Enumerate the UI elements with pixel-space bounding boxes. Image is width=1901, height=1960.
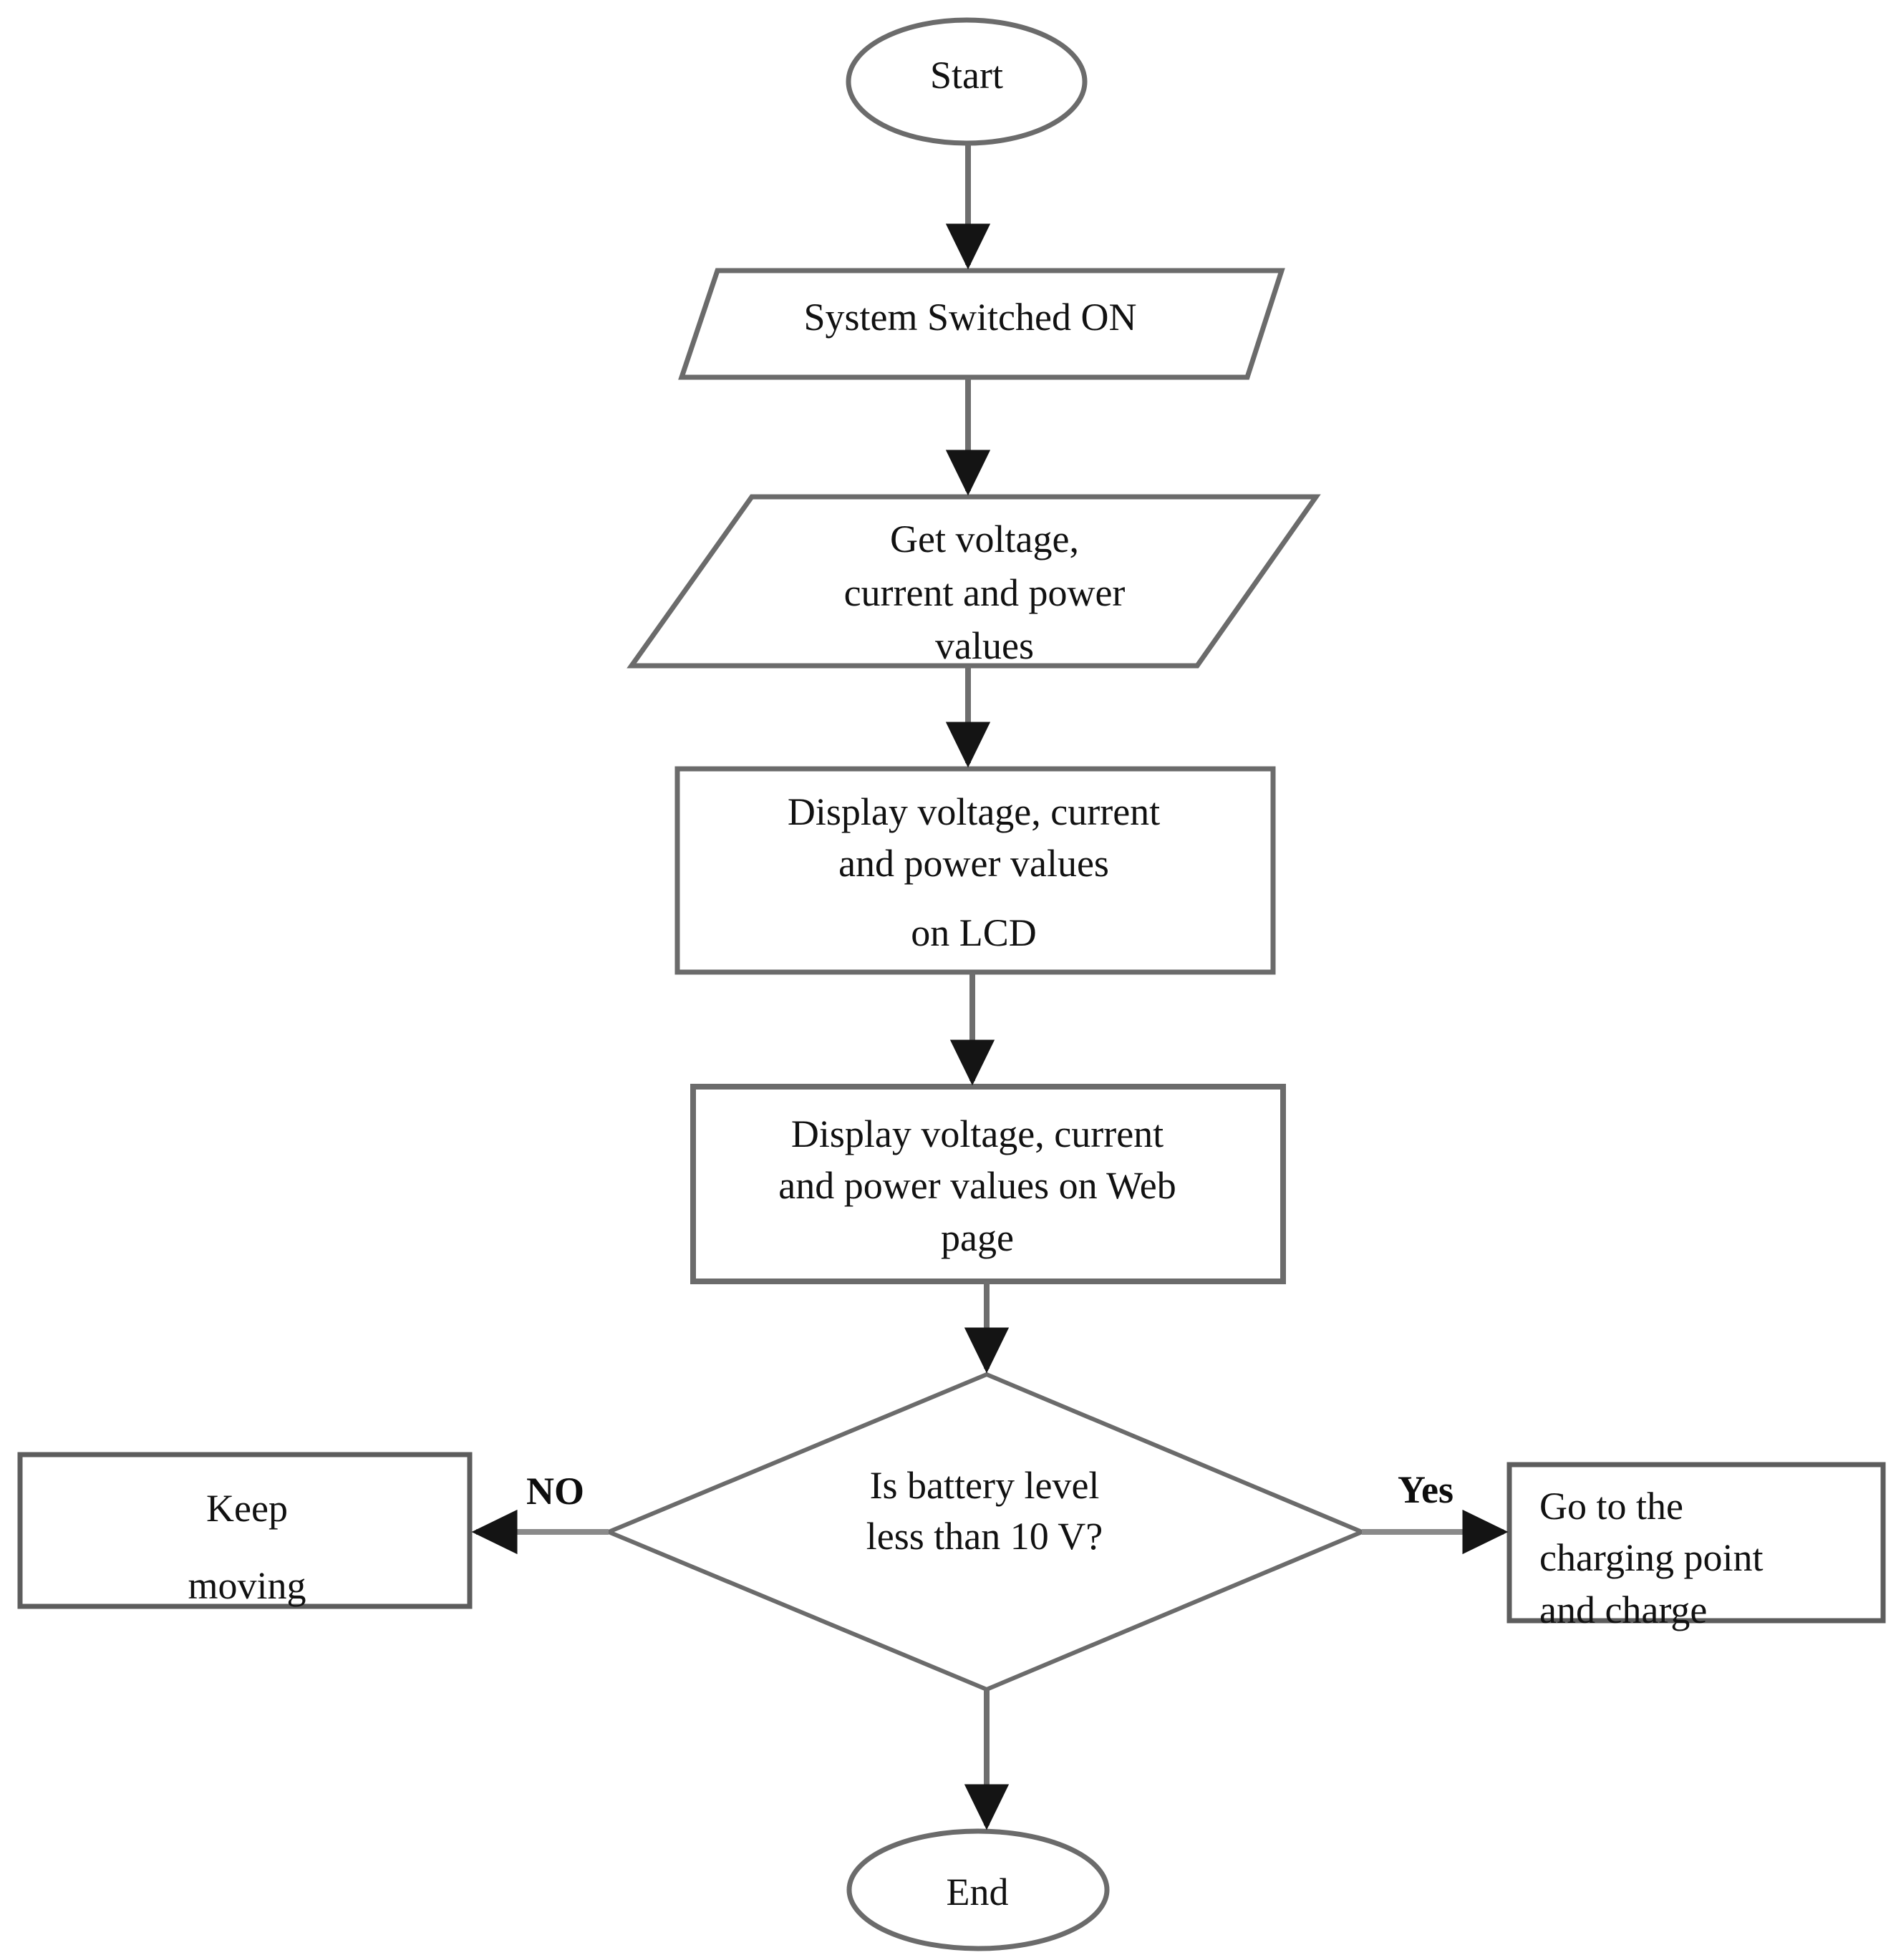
display-web-rectangle xyxy=(690,1084,1286,1284)
go-charge-rectangle xyxy=(1506,1462,1886,1624)
edge-label-yes: Yes xyxy=(1398,1468,1453,1511)
get-values-parallelogram xyxy=(627,494,1321,669)
go-charge-label: Go to the charging point and charge xyxy=(1539,1485,1764,1631)
system-on-parallelogram xyxy=(678,268,1285,380)
keep-moving-label-bottom: moving xyxy=(188,1564,306,1607)
system-on-label: System Switched ON xyxy=(803,296,1137,339)
end-label: End xyxy=(946,1871,1009,1913)
keep-moving-label-top: Keep xyxy=(206,1487,288,1530)
display-lcd-label-top: Display voltage, current and power value… xyxy=(787,790,1161,886)
edge-label-no: NO xyxy=(526,1470,584,1513)
display-web-label: Display voltage, current and power value… xyxy=(778,1112,1176,1259)
start-label: Start xyxy=(930,54,1003,97)
get-values-label: Get voltage, current and power values xyxy=(843,518,1126,668)
keep-moving-rectangle xyxy=(17,1452,473,1609)
decision-label: Is battery level less than 10 V? xyxy=(866,1464,1103,1558)
display-lcd-label-bottom: on LCD xyxy=(911,911,1037,954)
end-oval xyxy=(846,1828,1110,1951)
